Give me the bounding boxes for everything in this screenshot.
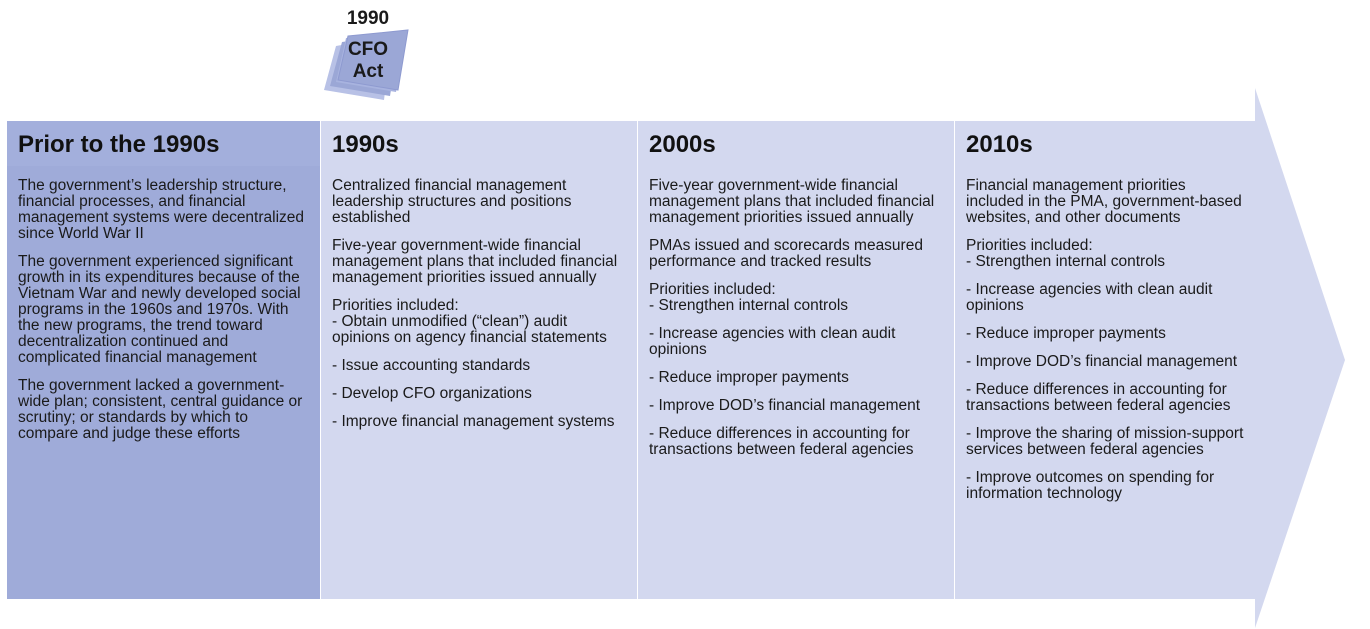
column-paragraph: PMAs issued and scorecards measured perf… [649, 237, 923, 270]
column-2000s: 2000s Five-year government-wide financia… [638, 121, 954, 599]
priority-item: - Improve financial management systems [332, 413, 615, 430]
priorities-label: Priorities included: [966, 237, 1093, 254]
priority-item: - Improve the sharing of mission-support… [966, 425, 1244, 458]
column-body: Five-year government-wide financial mana… [638, 178, 954, 470]
priority-item: - Reduce improper payments [966, 325, 1166, 342]
column-2010s: 2010s Financial management priorities in… [955, 121, 1255, 599]
priority-item: - Strengthen internal controls [649, 297, 849, 314]
priorities-label: Priorities included: [649, 281, 776, 298]
priority-item: - Improve DOD’s financial management [966, 353, 1238, 370]
column-heading: 1990s [332, 131, 399, 158]
priority-item: - Increase agencies with clean audit opi… [966, 281, 1213, 314]
column-prior-1990s: Prior to the 1990s The government’s lead… [7, 121, 320, 599]
column-1990s: 1990s Centralized financial management l… [321, 121, 637, 599]
priority-item: - Reduce differences in accounting for t… [649, 425, 914, 458]
column-body: The government’s leadership structure, f… [7, 178, 320, 454]
cfo-act-badge: 1990 CFO Act [318, 6, 418, 102]
priority-item: - Obtain unmodified (“clean”) audit opin… [332, 313, 607, 346]
column-heading: 2010s [966, 131, 1033, 158]
column-divider [954, 121, 955, 599]
column-paragraph: The government experienced significant g… [18, 253, 301, 366]
priority-item: - Issue accounting standards [332, 357, 531, 374]
column-paragraph: Five-year government-wide financial mana… [649, 177, 935, 226]
priority-item: - Reduce differences in accounting for t… [966, 381, 1231, 414]
column-paragraph: The government’s leadership structure, f… [18, 177, 305, 242]
document-stack-icon [324, 29, 409, 100]
priority-item: - Strengthen internal controls [966, 253, 1166, 270]
column-heading: 2000s [649, 131, 716, 158]
column-body: Financial management priorities included… [955, 178, 1255, 514]
column-paragraph: Financial management priorities included… [966, 177, 1242, 226]
column-divider [320, 121, 321, 599]
badge-line-1: CFO [347, 39, 389, 60]
column-heading: Prior to the 1990s [7, 121, 320, 166]
priority-item: - Develop CFO organizations [332, 385, 532, 402]
column-paragraph: The government lacked a government-wide … [18, 377, 303, 442]
column-body: Centralized financial management leaders… [321, 178, 637, 442]
priority-item: - Improve DOD’s financial management [649, 397, 921, 414]
badge-line-2: Act [352, 61, 384, 82]
priorities-label: Priorities included: [332, 297, 459, 314]
column-divider [637, 121, 638, 599]
badge-year: 1990 [346, 8, 390, 29]
column-paragraph: Centralized financial management leaders… [332, 177, 572, 226]
column-paragraph: Five-year government-wide financial mana… [332, 237, 618, 286]
priority-item: - Increase agencies with clean audit opi… [649, 325, 896, 358]
priority-item: - Improve outcomes on spending for infor… [966, 469, 1215, 502]
priority-item: - Reduce improper payments [649, 369, 849, 386]
